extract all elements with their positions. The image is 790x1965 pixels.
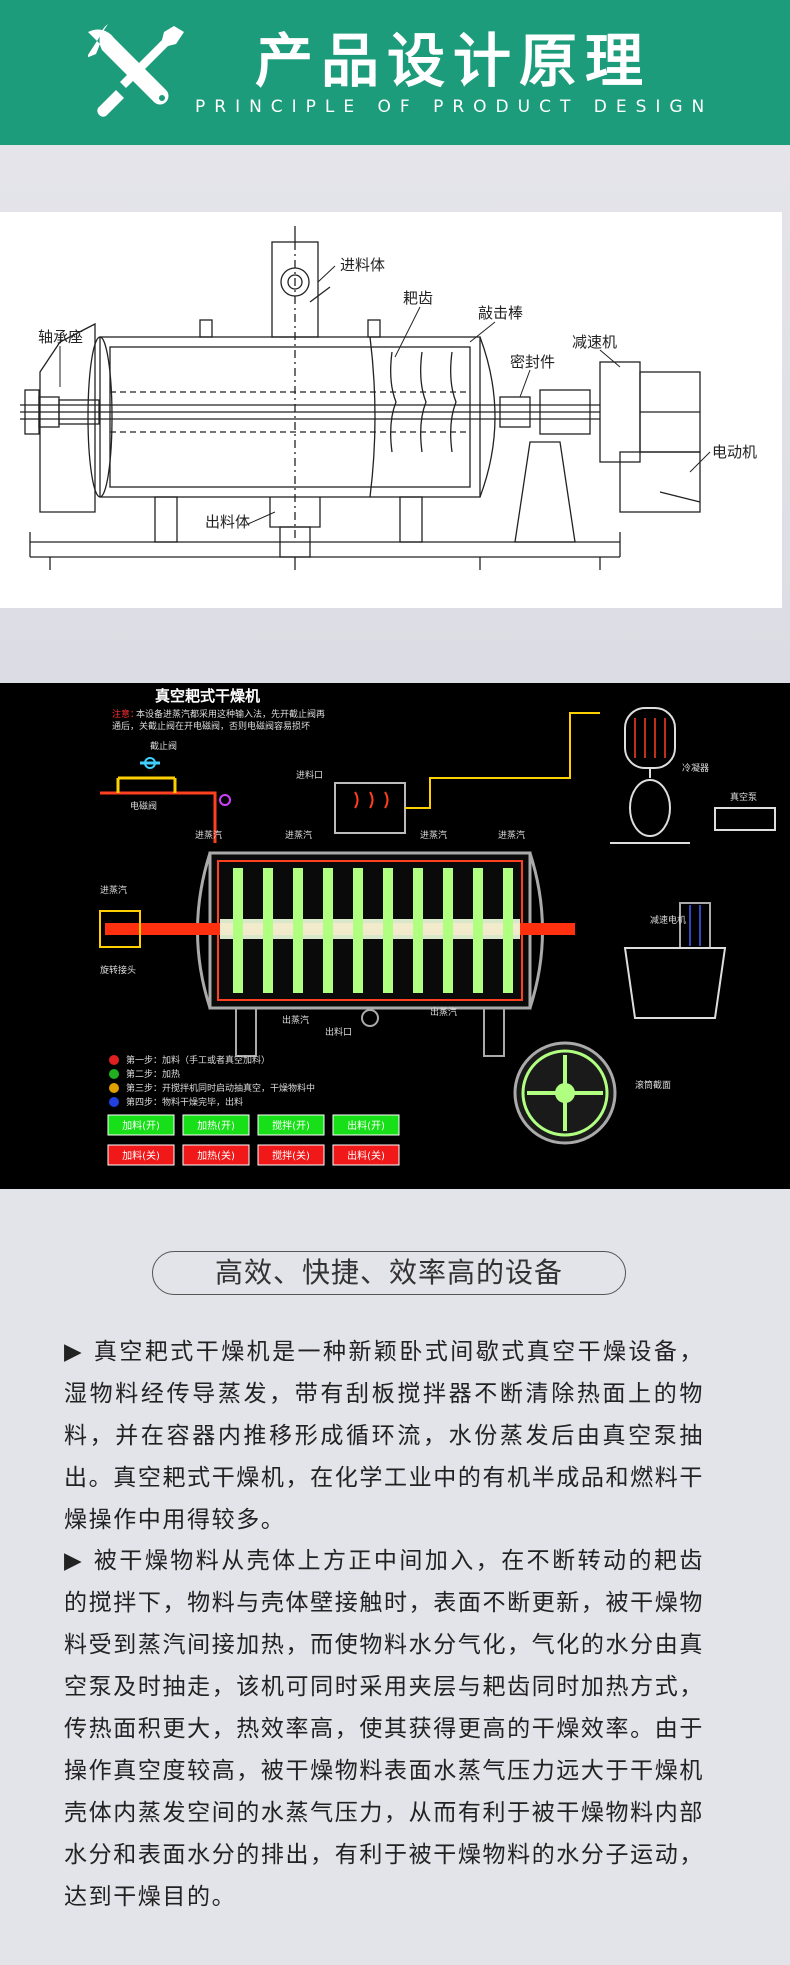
- label-steam-in-1: 进蒸汽: [195, 829, 222, 841]
- stir-off-button[interactable]: [257, 1144, 325, 1166]
- label-steam-out-2: 出蒸汽: [430, 1006, 457, 1018]
- label-reducer-motor: 减速电机: [650, 914, 686, 926]
- label-section: 滚筒截面: [635, 1079, 671, 1091]
- section-heading: 高效、快捷、效率高的设备: [152, 1251, 626, 1295]
- label-stop-valve: 截止阀: [150, 740, 177, 752]
- stir-on-button[interactable]: [257, 1114, 325, 1136]
- step-1: 第一步：加料（手工或者真空加料）: [126, 1054, 270, 1066]
- discharge-on-button[interactable]: [332, 1114, 400, 1136]
- stir-off-label: 搅拌(关): [272, 1149, 310, 1162]
- label-outlet-port: 出料口: [325, 1026, 352, 1038]
- step-2-marker: [109, 1069, 119, 1079]
- heat-on-label: 加热(开): [197, 1119, 235, 1132]
- discharge-off-label: 出料(关): [347, 1149, 385, 1162]
- page-title: 产品设计原理: [255, 27, 652, 95]
- schematic-title: 真空耙式干燥机: [155, 687, 260, 705]
- label-steam-in-2: 进蒸汽: [285, 829, 312, 841]
- label-knock: 敲击棒: [478, 304, 523, 322]
- label-reducer: 减速机: [572, 333, 617, 351]
- label-steam-in-3: 进蒸汽: [420, 829, 447, 841]
- label-vacuum-pump: 真空泵: [730, 791, 757, 803]
- description-section: [0, 1189, 790, 1965]
- feed-off-button[interactable]: [107, 1144, 175, 1166]
- step-2: 第二步：加热: [126, 1068, 180, 1080]
- heat-off-button[interactable]: [182, 1144, 250, 1166]
- heat-on-button[interactable]: [182, 1114, 250, 1136]
- label-steam-out-1: 出蒸汽: [282, 1014, 309, 1026]
- structure-drawing: 进料体 耙齿 敲击棒 轴承座 减速机 密封件 电动机 出料体: [20, 226, 757, 570]
- label-solenoid: 电磁阀: [130, 800, 157, 812]
- schematic-drawing: 真空耙式干燥机 注意： 本设备进蒸汽都采用这种输入法，先开截止阀再 通后，关截止…: [99, 687, 776, 1166]
- feed-on-label: 加料(开): [122, 1119, 160, 1132]
- label-seal: 密封件: [510, 353, 555, 371]
- discharge-off-button[interactable]: [332, 1144, 400, 1166]
- label-motor: 电动机: [712, 443, 757, 461]
- structure-diagram: 进料体 耙齿 敲击棒 轴承座 减速机 密封件 电动机 出料体: [0, 212, 782, 608]
- paragraph-1: ▶ 真空耙式干燥机是一种新颖卧式间歇式真空干燥设备，湿物料经传导蒸发，带有刮板搅…: [64, 1339, 704, 1533]
- label-inlet: 进料口: [296, 769, 323, 781]
- step-1-marker: [109, 1055, 119, 1065]
- discharge-on-label: 出料(开): [347, 1119, 385, 1132]
- page-subtitle: PRINCIPLE OF PRODUCT DESIGN: [195, 97, 714, 117]
- step-3-marker: [109, 1083, 119, 1093]
- page-header: 产品设计原理 PRINCIPLE OF PRODUCT DESIGN: [0, 0, 790, 145]
- label-steam-in-5: 进蒸汽: [100, 884, 127, 896]
- paragraph-2: ▶ 被干燥物料从壳体上方正中间加入，在不断转动的耙齿的搅拌下，物料与壳体壁接触时…: [64, 1548, 704, 1910]
- label-outlet: 出料体: [205, 513, 250, 531]
- note-label: 注意：: [112, 708, 139, 720]
- label-bearing: 轴承座: [38, 328, 83, 346]
- step-4-marker: [109, 1097, 119, 1107]
- label-steam-in-4: 进蒸汽: [498, 829, 525, 841]
- stir-on-label: 搅拌(开): [272, 1119, 310, 1132]
- note-line1: 本设备进蒸汽都采用这种输入法，先开截止阀再: [136, 708, 325, 720]
- feed-on-button[interactable]: [107, 1114, 175, 1136]
- label-condenser: 冷凝器: [682, 762, 709, 774]
- feed-off-label: 加料(关): [122, 1149, 160, 1162]
- wrench-screwdriver-icon: [88, 24, 184, 117]
- label-rotary-joint: 旋转接头: [100, 964, 136, 976]
- step-3: 第三步：开搅拌机同时启动抽真空，干燥物料中: [126, 1082, 315, 1094]
- label-rake: 耙齿: [403, 289, 433, 307]
- label-feed: 进料体: [340, 256, 385, 274]
- step-4: 第四步：物料干燥完毕，出料: [126, 1096, 243, 1108]
- note-line2: 通后，关截止阀在开电磁阀，否则电磁阀容易损坏: [112, 720, 310, 732]
- operation-schematic: 真空耙式干燥机 注意： 本设备进蒸汽都采用这种输入法，先开截止阀再 通后，关截止…: [0, 683, 790, 1189]
- heat-off-label: 加热(关): [197, 1149, 235, 1162]
